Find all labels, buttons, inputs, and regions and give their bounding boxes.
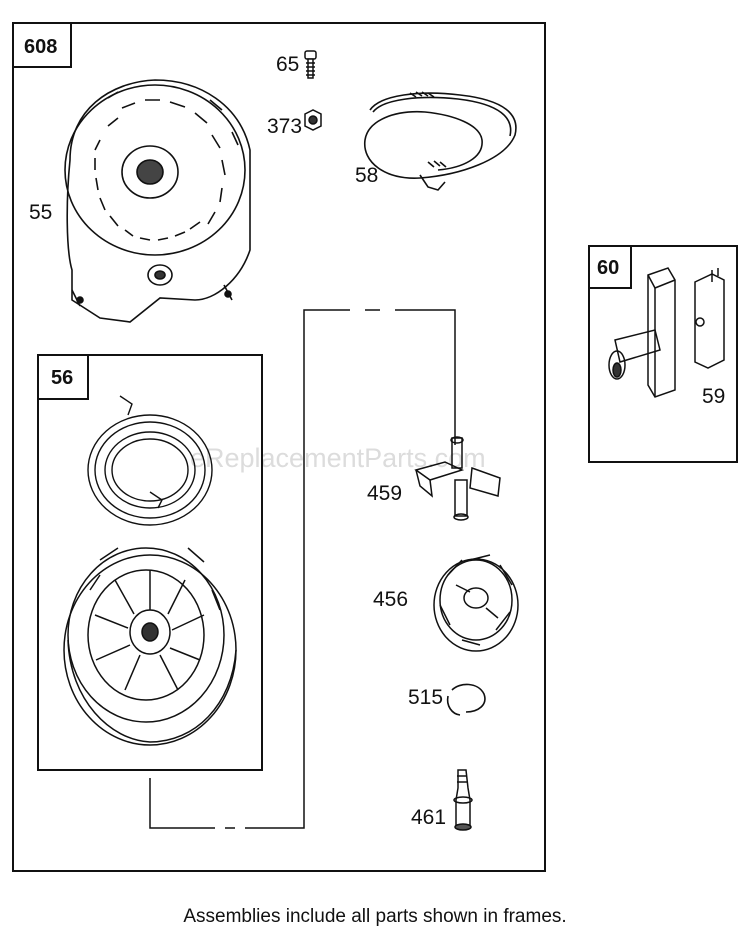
nut-part: [304, 109, 322, 131]
frame-608: 608: [12, 22, 546, 872]
starter-rope-part: [364, 91, 517, 191]
retaining-ring-part: [446, 683, 486, 716]
part-label-55: 55: [29, 201, 52, 224]
frame-56-label: 56: [51, 367, 73, 389]
starter-pulley-part: [63, 547, 237, 746]
part-label-59: 59: [702, 385, 725, 408]
frame-608-label: 608: [24, 36, 57, 58]
pawl-spring-part: [694, 268, 725, 369]
frame-60: 60: [588, 245, 738, 463]
part-label-373: 373: [267, 115, 302, 138]
frame-60-label: 60: [597, 257, 619, 279]
caption: Assemblies include all parts shown in fr…: [183, 906, 567, 927]
screw-part: [304, 50, 317, 79]
ratchet-part: [414, 436, 501, 521]
watermark: eReplacementParts.com: [190, 443, 486, 473]
part-label-461: 461: [411, 806, 446, 829]
pulley-cam-part: [433, 554, 519, 652]
part-label-58: 58: [355, 164, 378, 187]
shaft-pin-part: [453, 769, 473, 831]
part-label-459: 459: [367, 482, 402, 505]
blower-housing-part: [64, 79, 251, 323]
part-label-515: 515: [408, 686, 443, 709]
part-label-65: 65: [276, 53, 299, 76]
frame-56: 56: [37, 354, 263, 771]
part-label-456: 456: [373, 588, 408, 611]
pawl-assembly-part: [608, 267, 676, 398]
assembly-connector-line: [149, 309, 456, 829]
rewind-spring-part: [87, 395, 213, 526]
